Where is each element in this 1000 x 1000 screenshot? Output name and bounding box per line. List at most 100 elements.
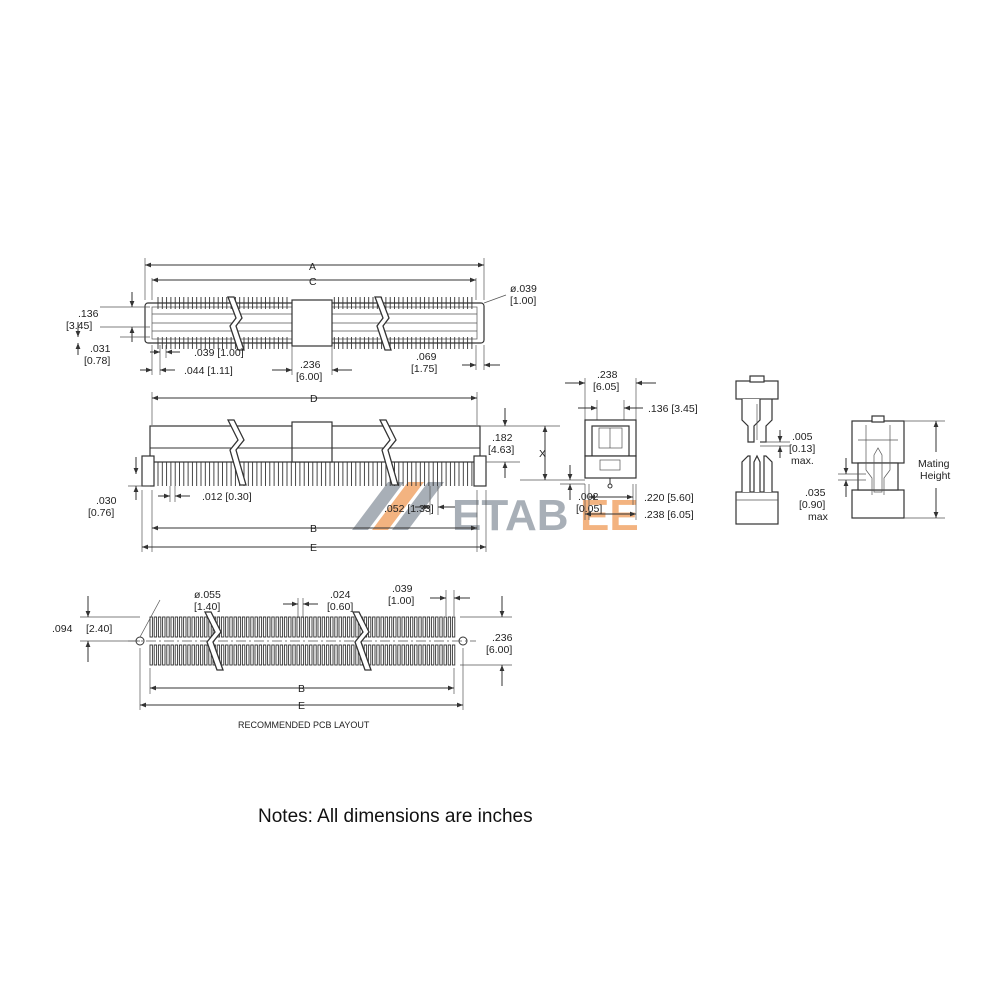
pcb-pad (174, 644, 179, 666)
mating-height-label-1: Mating (918, 458, 950, 470)
pcb-layout: ø.055 [1.40] .024 [0.60] .039 [1.00] .09… (52, 583, 513, 730)
pcb-pad (330, 616, 334, 638)
mating-dim-005-label: .005 (792, 431, 813, 443)
pcb-pad (372, 616, 376, 638)
side-view: .238 [6.05] .136 [3.45] .002 [0.05] .220… (560, 369, 698, 521)
pcb-dim-e-label: E (298, 700, 305, 712)
pcb-pad (288, 644, 292, 666)
dim-236-mm: [6.00] (296, 371, 322, 383)
watermark-text: ETAB (452, 491, 569, 540)
pcb-pad (401, 644, 405, 666)
pcb-dia-055-label: ø.055 (194, 589, 221, 601)
pcb-pad (304, 616, 309, 638)
pcb-pad (418, 644, 422, 666)
mating-detail: .005 [0.13] max. .035 [0.90] max Mating … (735, 375, 950, 525)
pcb-pad (380, 616, 384, 638)
pcb-dim-b-label: B (298, 683, 305, 695)
side-dim-238-label: .238 (597, 369, 618, 381)
pcb-pad (283, 644, 288, 666)
pcb-pad (233, 644, 237, 666)
pcb-pad (250, 644, 254, 666)
dim-d-label: D (310, 393, 318, 405)
pcb-pad (183, 616, 187, 638)
dim-031-label: .031 (90, 343, 111, 355)
pcb-pad (174, 616, 179, 638)
pcb-pad (422, 616, 426, 638)
pcb-pad (422, 644, 426, 666)
pcb-pad (271, 644, 275, 666)
pcb-pad (351, 644, 355, 666)
pcb-pad (250, 616, 254, 638)
pcb-pad (393, 644, 397, 666)
pcb-pad (153, 616, 158, 638)
pcb-pad (447, 616, 452, 638)
pcb-pad (292, 616, 296, 638)
pcb-pad (162, 616, 166, 638)
pcb-pad (430, 616, 435, 638)
pcb-pad (191, 644, 195, 666)
pcb-pad (191, 616, 195, 638)
mating-dim-035-max: max (808, 511, 829, 523)
pcb-pad (258, 616, 263, 638)
pcb-pad (195, 616, 200, 638)
pcb-pad (447, 644, 452, 666)
pcb-pad (317, 616, 321, 638)
pcb-pad (384, 644, 389, 666)
dim-b-label: B (310, 523, 317, 535)
pcb-pad (367, 616, 372, 638)
pcb-pad (178, 644, 183, 666)
pcb-pad (321, 616, 326, 638)
pcb-pad (426, 616, 431, 638)
pcb-pad (275, 616, 279, 638)
dim-069-label: .069 (416, 351, 437, 363)
pcb-pad (288, 616, 292, 638)
pcb-pad (388, 616, 393, 638)
pcb-pad (279, 644, 284, 666)
dim-031-mm: [0.78] (84, 355, 110, 367)
pcb-pad (237, 616, 242, 638)
pcb-pad (414, 616, 418, 638)
pcb-pad (435, 616, 439, 638)
pcb-pad (199, 644, 204, 666)
pcb-pad (451, 644, 456, 666)
pcb-pad (233, 616, 237, 638)
pcb-pad (254, 644, 258, 666)
mating-dim-035-mm: [0.90] (799, 499, 825, 511)
pcb-pad (342, 644, 347, 666)
pcb-pad (418, 616, 422, 638)
pcb-pad (439, 616, 443, 638)
pcb-pad (313, 616, 317, 638)
pcb-pad (309, 644, 313, 666)
pcb-pad (296, 616, 300, 638)
pcb-pad (157, 644, 162, 666)
side-dim-220-label: .220 [5.60] (644, 492, 694, 504)
pcb-pad (380, 644, 384, 666)
pcb-pad (321, 644, 326, 666)
pcb-pad (405, 644, 410, 666)
pcb-pad (376, 644, 380, 666)
pcb-pad (149, 616, 153, 638)
pcb-pad (397, 644, 401, 666)
pcb-pad (296, 644, 300, 666)
pcb-pad (258, 644, 263, 666)
dim-236-label: .236 (300, 359, 321, 371)
pcb-pad (334, 616, 338, 638)
pcb-pad (346, 644, 351, 666)
pcb-pad (342, 616, 347, 638)
pcb-pad (304, 644, 309, 666)
pcb-pad (451, 616, 456, 638)
top-view: A C ø.039 [1.00] .136 [3.45] .031 [0.78] (66, 258, 537, 383)
side-dim-136-label: .136 [3.45] (648, 403, 698, 415)
pcb-pad (241, 616, 246, 638)
dim-052-label: .052 [1.33] (384, 503, 434, 515)
pcb-pad (384, 616, 389, 638)
mating-dim-005-mm: [0.13] (789, 443, 815, 455)
dim-069-mm: [1.75] (411, 363, 437, 375)
pcb-pad (262, 644, 267, 666)
dim-182-label: .182 (492, 432, 513, 444)
pcb-pad (225, 616, 229, 638)
side-dim-002-label: .002 (578, 491, 599, 503)
pcb-pad (409, 616, 414, 638)
pcb-pad (187, 616, 191, 638)
